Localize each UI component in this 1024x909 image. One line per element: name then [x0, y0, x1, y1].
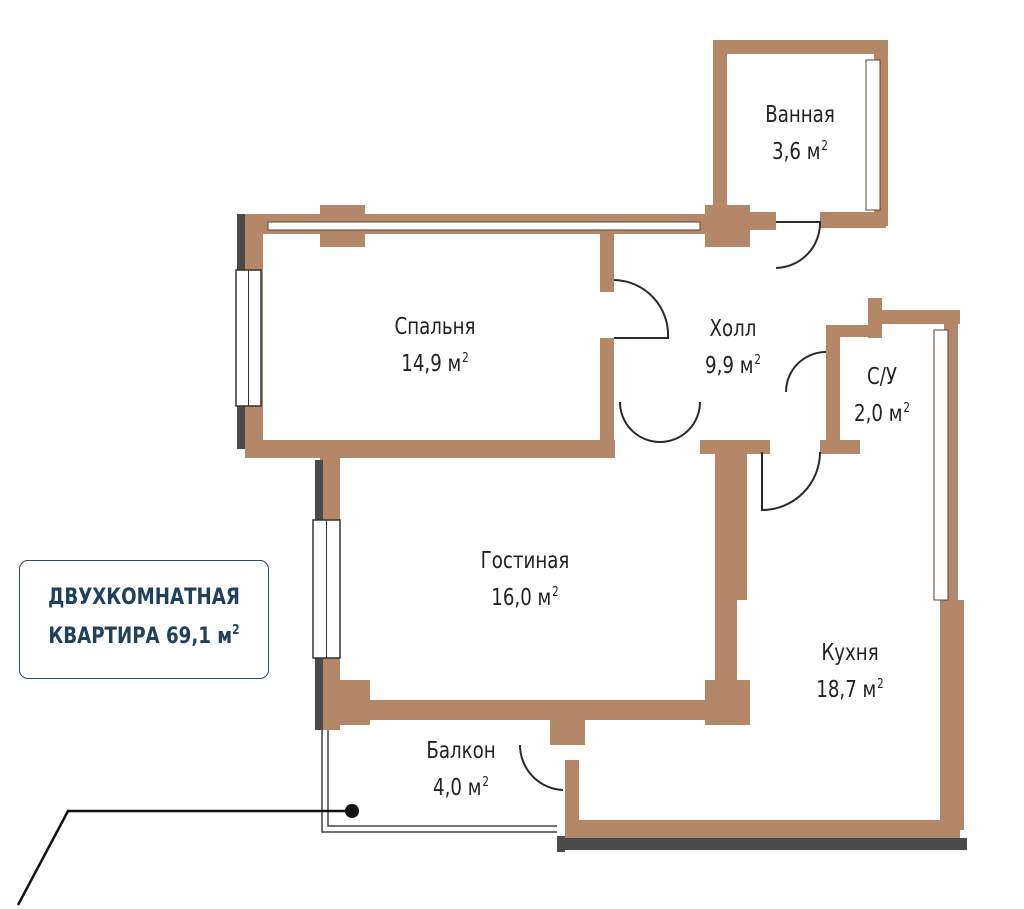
apartment-info-box: ДВУХКОМНАТНАЯ КВАРТИРА 69,1 м2 [19, 560, 269, 679]
wall-shadows [237, 214, 967, 852]
door-wc [785, 351, 827, 393]
wall-segment [245, 440, 615, 458]
wall-segment [713, 40, 888, 54]
room-living: Гостиная 16,0 м2 [468, 546, 582, 614]
room-living-name: Гостиная [480, 548, 570, 574]
wall-segment [600, 232, 614, 292]
room-bathroom: Ванная 3,6 м2 [743, 100, 857, 168]
wall-segment [715, 450, 737, 720]
wall-segment [736, 212, 776, 230]
door-living-right [659, 401, 701, 443]
balcony-railing [321, 730, 557, 833]
room-living-area: 16,0 м2 [491, 585, 559, 611]
room-wc: С/У 2,0 м2 [834, 362, 931, 430]
room-balcony-area: 4,0 м2 [433, 775, 489, 801]
window [933, 329, 949, 601]
room-bedroom-name: Спальня [394, 314, 476, 340]
window [267, 221, 701, 231]
room-bathroom-name: Ванная [765, 102, 835, 128]
apartment-type-line1: ДВУХКОМНАТНАЯ [48, 585, 240, 610]
room-kitchen-name: Кухня [821, 640, 879, 666]
room-bathroom-area: 3,6 м2 [772, 139, 828, 165]
details [16, 59, 949, 906]
room-hall: Холл 9,9 м2 [676, 314, 790, 382]
room-kitchen: Кухня 18,7 м2 [793, 638, 907, 706]
wall-segment [820, 212, 886, 228]
wall-segment [705, 680, 750, 725]
wall-segment [340, 700, 740, 720]
wall-segment [565, 760, 579, 850]
room-kitchen-area: 18,7 м2 [816, 677, 884, 703]
apartment-type-line2: КВАРТИРА 69,1 м2 [48, 623, 240, 649]
door-balcony [518, 744, 564, 791]
wall-segment [600, 338, 614, 450]
wall-shadow [557, 838, 967, 850]
wall-segment [737, 450, 747, 600]
wall-segment [880, 310, 960, 324]
room-hall-name: Холл [709, 316, 757, 342]
wall-segment [550, 715, 580, 745]
door-bedroom [613, 279, 670, 339]
window [865, 59, 881, 211]
room-wc-name: С/У [867, 364, 897, 390]
room-bedroom-area: 14,9 м2 [401, 351, 469, 377]
wall-segment [940, 600, 964, 830]
wall-segment [868, 298, 882, 338]
door-bathroom [775, 221, 822, 269]
door-kitchen [761, 451, 821, 512]
room-balcony: Балкон 4,0 м2 [404, 736, 518, 804]
wall-segment [713, 40, 727, 232]
room-wc-area: 2,0 м2 [854, 401, 910, 427]
room-balcony-name: Балкон [426, 738, 496, 764]
room-bedroom: Спальня 14,9 м2 [378, 312, 492, 380]
room-hall-area: 9,9 м2 [705, 353, 761, 379]
pointer-line [16, 809, 352, 906]
door-living-left [619, 401, 661, 443]
wall-segment [826, 325, 840, 445]
